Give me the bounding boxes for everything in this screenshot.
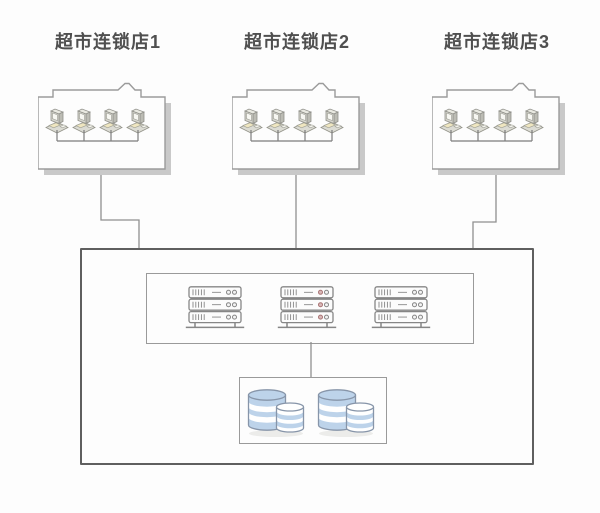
lan-bus-line xyxy=(450,130,533,142)
store-outline xyxy=(38,82,166,170)
server-rack-icon xyxy=(277,286,337,329)
link-servers-database xyxy=(310,342,312,377)
store-outline xyxy=(232,82,360,170)
store-label-2: 超市连锁店2 xyxy=(243,32,350,52)
terminal-row xyxy=(38,82,172,176)
pos-terminal-icon xyxy=(320,108,344,134)
pos-terminal-icon xyxy=(520,108,544,134)
lan-bus-line xyxy=(250,130,333,142)
database-icon xyxy=(247,389,305,437)
datacenter-box xyxy=(80,248,534,465)
pos-terminal-icon xyxy=(99,108,123,134)
pos-terminal-icon xyxy=(45,108,69,134)
link-store1-datacenter xyxy=(100,168,140,250)
terminal-row xyxy=(432,82,566,176)
database-box xyxy=(239,377,387,444)
store-label-1: 超市连锁店1 xyxy=(54,32,161,52)
server-rack-icon xyxy=(371,286,431,329)
pos-terminal-icon xyxy=(239,108,263,134)
pos-terminal-icon xyxy=(126,108,150,134)
store-group-1 xyxy=(38,82,172,176)
pos-terminal-icon xyxy=(439,108,463,134)
lan-bus-line xyxy=(56,130,139,142)
pos-terminal-icon xyxy=(72,108,96,134)
store-group-3 xyxy=(432,82,566,176)
store-building-shape xyxy=(38,82,171,175)
database-icon xyxy=(317,389,375,437)
terminal-row xyxy=(232,82,366,176)
pos-terminal-icon xyxy=(293,108,317,134)
server-cluster-box xyxy=(146,273,474,344)
pos-terminal-icon xyxy=(266,108,290,134)
store-outline xyxy=(432,82,560,170)
pos-terminal-icon xyxy=(493,108,517,134)
store-building-shape xyxy=(232,82,365,175)
server-rack-icon xyxy=(185,286,245,329)
store-group-2 xyxy=(232,82,366,176)
store-label-3: 超市连锁店3 xyxy=(443,32,550,52)
pos-terminal-icon xyxy=(466,108,490,134)
link-store3-datacenter xyxy=(472,168,497,250)
